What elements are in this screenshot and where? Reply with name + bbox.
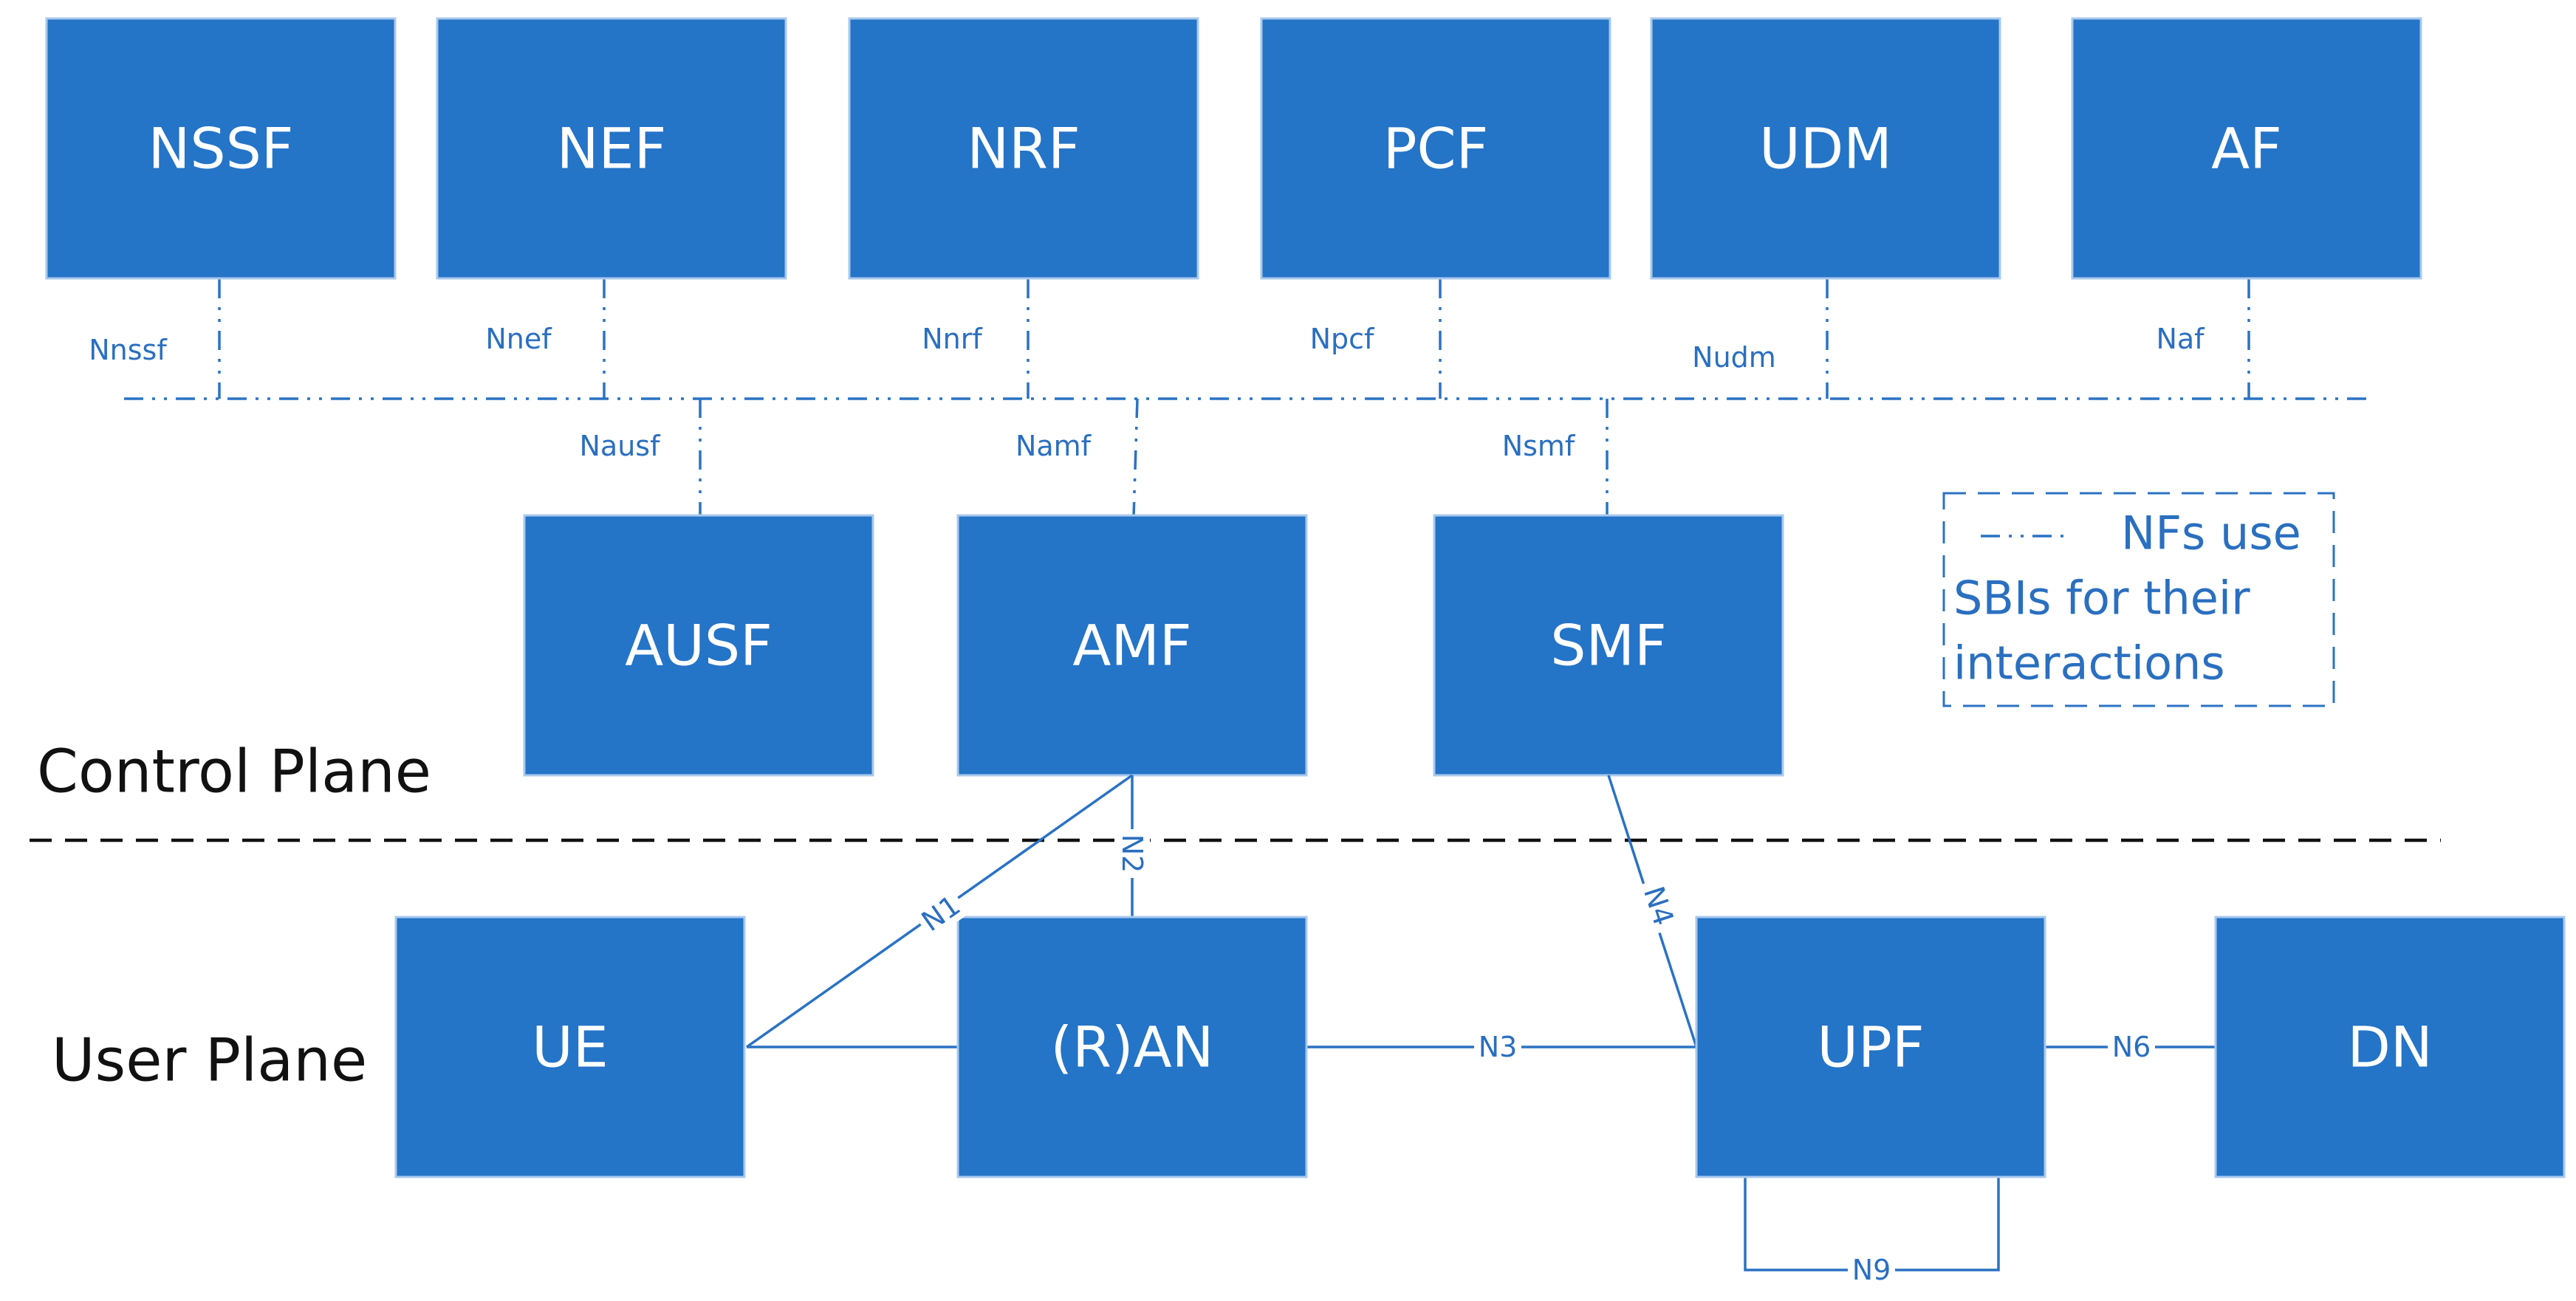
udm-node: UDM — [1650, 17, 2001, 280]
nudm-label: Nudm — [1692, 341, 1776, 374]
n6-label-group: N6 — [2108, 1031, 2155, 1063]
pcf-node: PCF — [1260, 17, 1611, 280]
af-box — [2071, 17, 2422, 280]
ausf-label: AUSF — [625, 613, 773, 679]
n3-label-group: N3 — [1474, 1031, 1521, 1063]
ausf-node: AUSF — [523, 514, 874, 777]
upf-box — [1695, 916, 2046, 1178]
n6-label: N6 — [2112, 1031, 2151, 1063]
dn-label: DN — [2347, 1015, 2432, 1080]
nnef-label: Nnef — [485, 323, 552, 355]
n2-label: N2 — [1116, 834, 1148, 873]
n4-label-mask — [1636, 876, 1682, 936]
n9-label: N9 — [1852, 1254, 1891, 1286]
nausf-label: Nausf — [580, 430, 662, 462]
n9-label-mask — [1848, 1255, 1895, 1285]
pcf-box — [1260, 17, 1611, 280]
n3-label-mask — [1474, 1032, 1521, 1062]
legend-line-1: NFs use — [2121, 507, 2301, 560]
nsmf-label: Nsmf — [1502, 430, 1576, 462]
nssf-node: NSSF — [45, 17, 397, 280]
ran-node: (R)AN — [956, 916, 1308, 1178]
control-plane-label: Control Plane — [37, 738, 431, 806]
upf-label: UPF — [1817, 1015, 1924, 1080]
n9-label-group: N9 — [1848, 1254, 1895, 1286]
nssf-box — [45, 17, 397, 280]
smf-node: SMF — [1433, 514, 1784, 777]
n1-label-mask — [912, 887, 970, 940]
pcf-label: PCF — [1383, 116, 1489, 182]
sbi-bus-group — [124, 279, 2367, 518]
n6-label-mask — [2108, 1032, 2155, 1062]
ue-node: UE — [394, 916, 746, 1178]
legend: NFs use SBIs for their interactions — [1942, 492, 2335, 707]
naf-label: Naf — [2156, 323, 2205, 355]
legend-line-3: interactions — [1953, 636, 2225, 690]
smf-label: SMF — [1550, 613, 1667, 679]
namf-label: Namf — [1015, 430, 1092, 462]
smf-box — [1433, 514, 1784, 777]
udm-label: UDM — [1759, 116, 1892, 182]
nrf-label: NRF — [967, 116, 1080, 182]
n4-label-group: N4 — [1636, 876, 1682, 936]
legend-box — [1942, 492, 2335, 707]
nssf-label: NSSF — [148, 116, 293, 182]
nef-label: NEF — [557, 116, 667, 182]
n2-label-group: N2 — [1114, 829, 1150, 878]
n3-label: N3 — [1479, 1031, 1518, 1063]
nrf-node: NRF — [848, 17, 1199, 280]
udm-box — [1650, 17, 2001, 280]
af-label: AF — [2211, 116, 2282, 182]
ran-box — [956, 916, 1308, 1178]
sbi-drop-amf — [1132, 398, 1139, 518]
ran-label: (R)AN — [1051, 1015, 1214, 1080]
dn-node: DN — [2214, 916, 2566, 1178]
nef-node: NEF — [436, 17, 787, 280]
upf-node: UPF — [1695, 916, 2046, 1178]
user-plane-label: User Plane — [52, 1026, 367, 1095]
nnssf-label: Nnssf — [89, 334, 168, 366]
nrf-box — [848, 17, 1199, 280]
npcf-label: Npcf — [1310, 323, 1375, 355]
af-node: AF — [2071, 17, 2422, 280]
amf-node: AMF — [956, 514, 1308, 777]
nef-box — [436, 17, 787, 280]
ue-box — [394, 916, 746, 1178]
ue-label: UE — [532, 1015, 609, 1080]
legend-line-2: SBIs for their — [1953, 571, 2250, 625]
ausf-box — [523, 514, 874, 777]
nnrf-label: Nnrf — [922, 323, 983, 355]
amf-label: AMF — [1072, 613, 1191, 679]
n2-label-mask — [1114, 829, 1150, 878]
dn-box — [2214, 916, 2566, 1178]
